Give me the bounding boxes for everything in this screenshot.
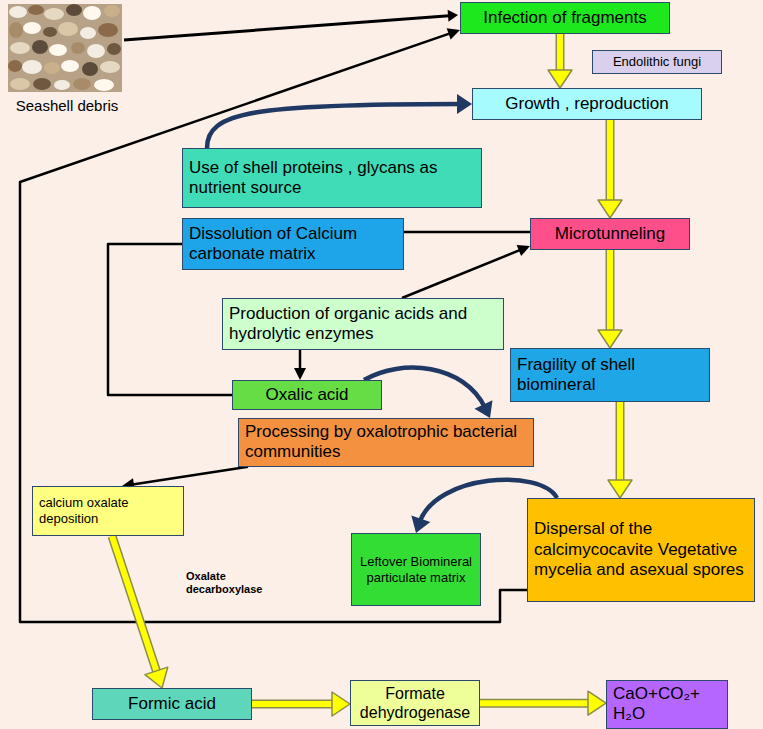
node-text: Infection of fragments [467,8,663,28]
process-box: Dissolution of Calcium carbonate matrix [182,218,404,270]
connector-line [299,350,302,371]
photo-ground [8,4,122,92]
process-box: calcium oxalate deposition [32,486,184,536]
label-holder: Seashell debris [6,97,128,115]
arrow-head [457,94,472,114]
shell-fragments [8,4,121,91]
node-text: Growth , reproduction [479,94,695,114]
process-box: Oxalic acid [232,380,382,410]
connector-line [252,701,337,707]
enzyme-label: Oxalate decarboxylase [186,570,286,596]
arrow-head [548,70,572,88]
node-text: Leftover Biomineral particulate matrix [358,554,474,585]
connector-outline [252,700,337,709]
connector-line [112,536,158,675]
node-text: calcium oxalate deposition [39,495,177,526]
node-text: Processing by oxalotrophic bacterial com… [245,422,527,463]
connector-line [20,33,527,622]
node-text: Endolithic fungi [599,54,715,70]
arrow-head [608,480,632,498]
connector-line [607,120,613,205]
process-box: Production of organic acids and hydrolyt… [222,298,504,350]
flow-arrow [294,350,306,380]
process-box: Infection of fragments [460,2,670,34]
process-box: Use of shell proteins , glycans as nutri… [182,148,482,208]
connector-outline [606,120,615,205]
node-text: Use of shell proteins , glycans as nutri… [189,158,475,199]
arrow-head [447,28,460,39]
node-text: Formic acid [99,694,245,714]
node-text: Dispersal of the calcimycocavite Vegetat… [534,519,748,580]
connector-outline [556,34,565,75]
block-arrow [548,34,572,88]
connector-line [404,231,530,234]
connector-outline [606,250,615,335]
arrow-head [588,691,606,715]
process-box: Fragility of shell biomineral [510,348,710,402]
node-text: Fragility of shell biomineral [517,355,703,396]
connector-outline [480,699,593,708]
arrow-head [598,200,622,218]
curved-arrow [207,94,472,148]
process-box: Leftover Biomineral particulate matrix [351,533,481,606]
node-text: CaO+CO₂+ H₂O [613,684,721,725]
arrow-head [332,692,350,716]
flow-arrow [402,245,530,298]
block-arrow [598,250,622,348]
arrow-head [145,667,168,688]
debris-arrow [124,10,458,40]
connector-line [557,34,563,75]
block-arrow [608,402,632,498]
connector-line [617,402,623,485]
connector-line [364,368,485,408]
process-box: Formic acid [92,688,252,720]
node-text: Microtunneling [537,224,683,244]
process-box: Microtunneling [530,218,690,250]
node-text: Dissolution of Calcium carbonate matrix [189,224,397,265]
process-box: Formate dehydrogenase [350,680,480,726]
node-text: Oxalic acid [239,385,375,405]
arrow-head [411,516,430,533]
connector-line [207,104,461,148]
arrow-head [474,400,492,418]
connector-line [607,250,613,335]
flow-arrow [20,28,527,622]
process-box: Growth , reproduction [472,88,702,120]
connector-line [402,249,522,298]
label-holder: Oxalate decarboxylase [186,570,286,596]
block-arrow [112,536,168,688]
block-arrow [480,691,606,715]
connector-outline [112,536,158,675]
curved-arrow [364,368,493,418]
note-box: Endolithic fungi [592,50,722,74]
block-arrow [252,692,350,716]
process-box: CaO+CO₂+ H₂O [606,680,728,729]
arrow-head [294,368,306,380]
arrow-head [517,245,530,256]
connector-outline [616,402,625,485]
connector-line [480,700,593,706]
process-box: Processing by oxalotrophic bacterial com… [238,418,534,467]
image-caption: Seashell debris [6,97,128,115]
flow-arrow [404,232,530,233]
node-text: Formate dehydrogenase [357,684,473,722]
process-box: Dispersal of the calcimycocavite Vegetat… [527,498,755,602]
block-arrow [598,120,622,218]
connector-line [131,467,248,485]
node-text: Production of organic acids and hydrolyt… [229,304,497,345]
arrow-head [598,330,622,348]
